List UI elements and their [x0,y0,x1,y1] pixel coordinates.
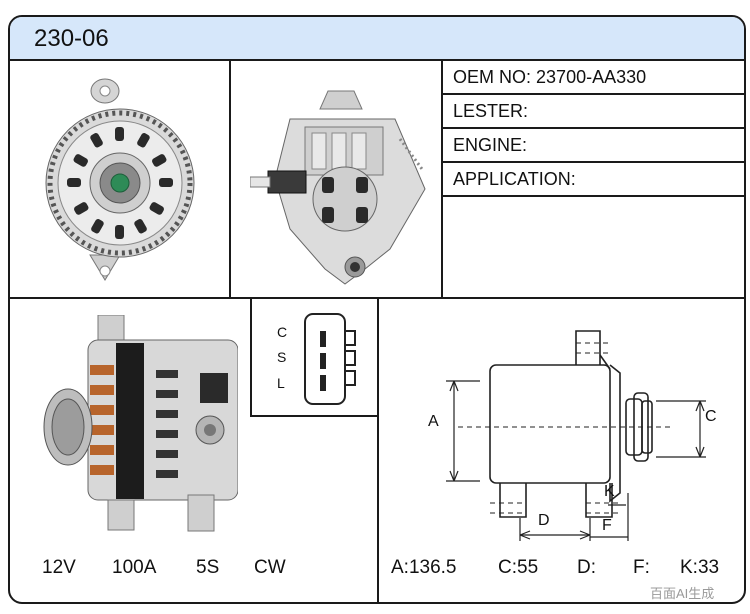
pin-label-s: S [277,349,287,365]
dimension-label-a: A [428,413,439,430]
connector-box: C S L [250,297,377,417]
dimension-value-a: A:136.5 [391,557,457,578]
divider [443,161,744,163]
divider [229,59,231,297]
alternator-front-photo [45,78,195,281]
dimension-drawing [446,330,706,541]
dimension-value-d: D: [577,557,596,578]
connector-plug-icon [304,313,356,405]
rating-pulley: 5S [196,557,220,578]
alternator-rear-photo [250,90,426,285]
model-number: 230-06 [34,25,109,52]
rating-amperage: 100A [112,557,157,578]
divider [443,127,744,129]
dimension-label-d: D [538,512,550,529]
spec-oem: OEM NO: 23700-AA330 [453,67,647,87]
spec-application: APPLICATION: [453,169,576,189]
rating-rotation: CW [254,557,286,578]
divider [443,93,744,95]
dimension-label-f: F [602,517,612,534]
spec-lester: LESTER: [453,101,529,121]
dimension-label-c: C [705,408,717,425]
pin-label-l: L [277,375,285,391]
product-card: 230-06 OEM NO: 23700-AA330 LESTER: ENGIN… [8,15,746,604]
dimension-value-f: F: [633,557,650,578]
pin-label-c: C [277,324,288,340]
watermark: 百面AI生成 [650,586,715,601]
dimension-label-k: K [604,483,615,500]
rating-voltage: 12V [42,557,76,578]
card-header: 230-06 [10,17,744,61]
divider [443,195,744,197]
divider [441,59,443,297]
alternator-side-photo [43,315,238,532]
divider [377,297,379,602]
spec-engine: ENGINE: [453,135,528,155]
dimension-value-k: K:33 [680,557,720,578]
dimension-value-c: C:55 [498,557,539,578]
